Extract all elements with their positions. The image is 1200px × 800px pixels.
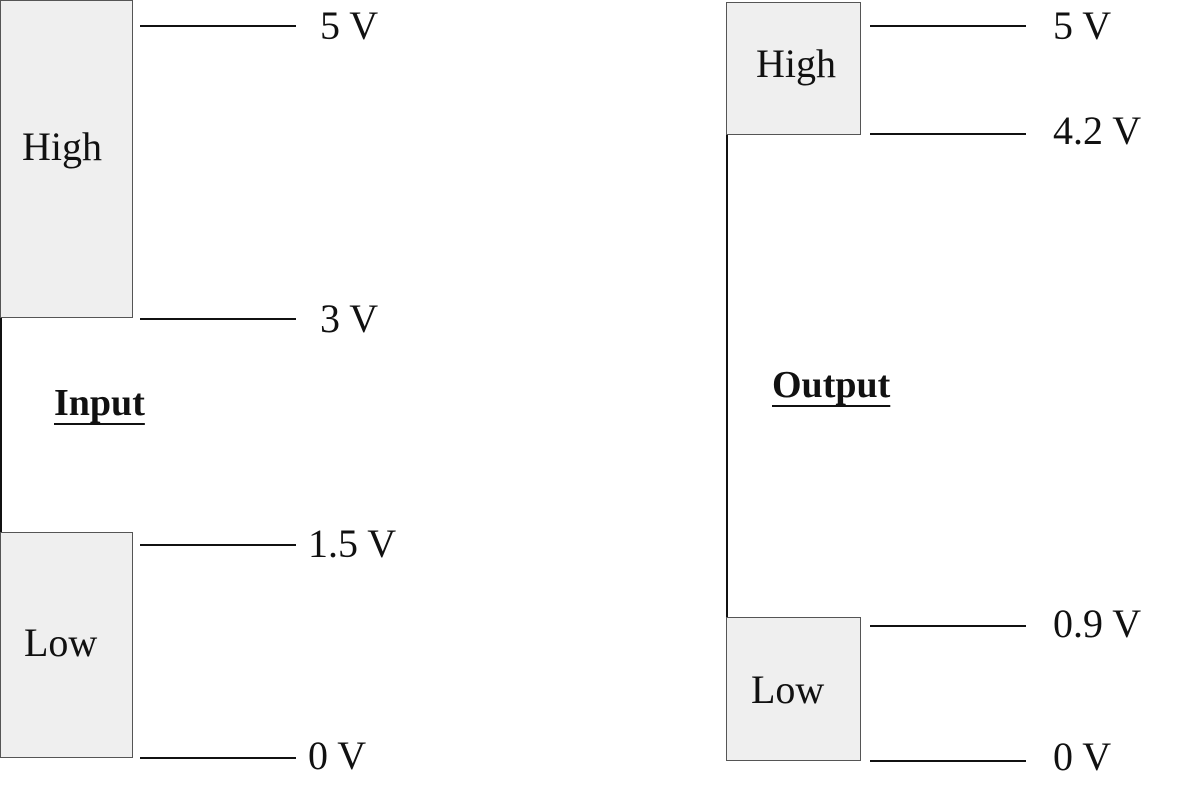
output-high-label: High — [756, 41, 836, 86]
output-low-label: Low — [751, 667, 825, 712]
output-low-band — [726, 617, 861, 761]
input-diagram: High Low 5 V 3 V 1.5 V 0 V Input — [0, 0, 397, 778]
input-tick-top — [140, 25, 296, 27]
input-tick-bottom — [140, 757, 296, 759]
input-title: Input — [54, 382, 145, 424]
input-level-top: 5 V — [320, 3, 379, 48]
output-level-low-max: 0.9 V — [1053, 601, 1142, 646]
output-level-top: 5 V — [1053, 3, 1112, 48]
input-high-band — [0, 0, 133, 318]
output-tick-low-max — [870, 625, 1026, 627]
output-tick-bottom — [870, 760, 1026, 762]
output-tick-high-min — [870, 133, 1026, 135]
input-connector-line — [0, 318, 2, 532]
output-level-high-min: 4.2 V — [1053, 108, 1142, 153]
input-low-label: Low — [24, 620, 98, 665]
output-diagram: High Low 5 V 4.2 V 0.9 V 0 V Output — [600, 0, 1200, 800]
input-level-high-min: 3 V — [320, 296, 379, 341]
input-high-label: High — [22, 124, 102, 169]
output-connector-line — [726, 135, 728, 617]
input-tick-low-max — [140, 544, 296, 546]
output-title: Output — [772, 364, 891, 406]
input-level-low-max: 1.5 V — [308, 521, 397, 566]
input-level-bottom: 0 V — [308, 733, 367, 778]
output-high-band — [726, 2, 861, 135]
output-level-bottom: 0 V — [1053, 734, 1112, 779]
input-tick-high-min — [140, 318, 296, 320]
input-low-band — [0, 532, 133, 758]
output-tick-top — [870, 25, 1026, 27]
